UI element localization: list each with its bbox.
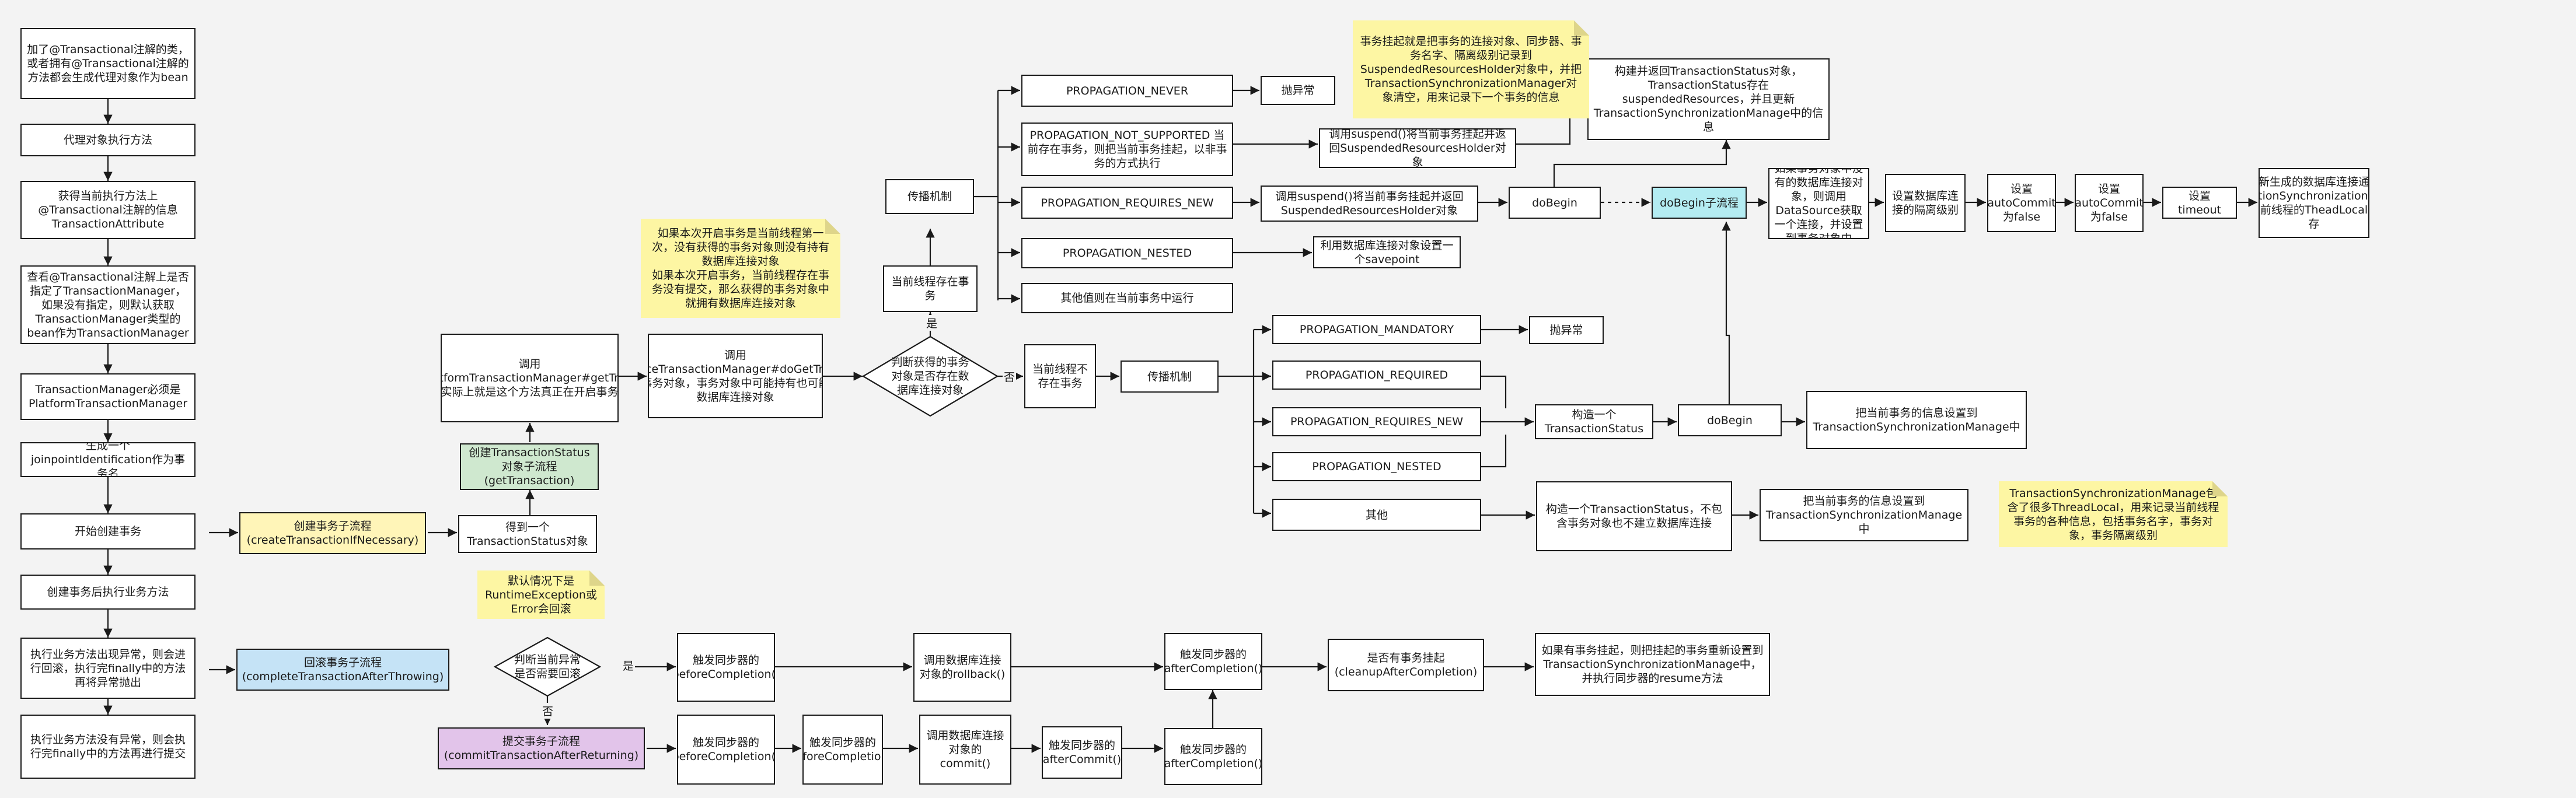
normal-path-node: 执行业务方法没有异常，则会执行完finally中的方法再进行提交 bbox=[20, 715, 196, 779]
exception-path-node: 执行业务方法出现异常，则会进行回滚，执行完finally中的方法再将异常抛出 bbox=[20, 638, 196, 699]
synchronization-manager-note: TransactionSynchronizationManage包含了很多Thr… bbox=[1999, 481, 2228, 547]
not-supported-suspend-node: 调用suspend()将当前事务挂起并返回SuspendedResourcesH… bbox=[1319, 128, 1516, 168]
has-transaction-node: 当前线程存在事务 bbox=[883, 265, 978, 312]
propagation-nested-a-node: PROPAGATION_NESTED bbox=[1021, 238, 1233, 268]
create-status-subflow: 创建TransactionStatus对象子流程 (getTransaction… bbox=[460, 443, 599, 490]
do-begin-subflow: doBegin子流程 bbox=[1652, 187, 1747, 219]
do-begin-a-node: doBegin bbox=[1509, 187, 1601, 219]
judge-connection-diamond-shape bbox=[861, 335, 999, 417]
set-autocommit-1-node: 设置autoCommit为false bbox=[1987, 174, 2056, 232]
set-isolation-node: 设置数据库连接的隔离级别 bbox=[1885, 174, 1966, 232]
before-completion-rollback-node: 触发同步器的beforeCompletion() bbox=[677, 633, 775, 702]
connector-lines bbox=[103, 86, 2257, 753]
set-autocommit-2-node: 设置autoCommit为false bbox=[2075, 174, 2144, 232]
propagation-nested-b-node: PROPAGATION_NESTED bbox=[1272, 452, 1481, 481]
after-completion-commit-node: 触发同步器的afterCompletion() bbox=[1164, 728, 1262, 785]
after-commit-node: 触发同步器的afterCommit() bbox=[1042, 726, 1122, 779]
get-connection-node: 如果事务对象中没有的数据库连接对象，则调用DataSource获取一个连接，并设… bbox=[1768, 168, 1869, 239]
cleanup-node: 是否有事务挂起 (cleanupAfterCompletion) bbox=[1328, 639, 1484, 691]
propagation-requires-new-a-node: PROPAGATION_REQUIRES_NEW bbox=[1021, 187, 1233, 219]
propagation-new-node: 传播机制 bbox=[1121, 360, 1219, 393]
other-value-b-node: 其他 bbox=[1272, 499, 1481, 531]
execute-business-node: 创建事务后执行业务方法 bbox=[20, 575, 196, 610]
edge-label-no-rollback: 否 bbox=[541, 703, 555, 719]
suspend-explanation-note: 事务挂起就是把事务的连接对象、同步器、事务名字、隔离级别记录到Suspended… bbox=[1353, 20, 1589, 118]
savepoint-node: 利用数据库连接对象设置一个savepoint bbox=[1313, 236, 1461, 268]
edge-label-yes-has-conn: 是 bbox=[925, 315, 939, 331]
edge-label-yes-rollback: 是 bbox=[622, 657, 636, 673]
propagation-not-supported-node: PROPAGATION_NOT_SUPPORTED 当前存在事务，则把当前事务挂… bbox=[1021, 123, 1233, 176]
commit-connection-node: 调用数据库连接对象的commit() bbox=[919, 715, 1011, 785]
build-status-suspended-node: 构建并返回TransactionStatus对象，TransactionStat… bbox=[1587, 58, 1830, 140]
judge-connection-diamond: 判断获得的事务对象是否存在数据库连接对象 bbox=[891, 356, 969, 397]
rollback-subflow: 回滚事务子流程 (completeTransactionAfterThrowin… bbox=[236, 649, 449, 691]
mandatory-throw-node: 抛异常 bbox=[1529, 316, 1604, 344]
create-transaction-subflow: 创建事务子流程 (createTransactionIfNecessary) bbox=[239, 512, 426, 554]
set-timeout-node: 设置timeout bbox=[2162, 187, 2237, 219]
call-do-get-transaction-node: 调用DataSourceTransactionManager#doGetTran… bbox=[648, 334, 823, 418]
after-completion-rollback-node: 触发同步器的afterCompletion() bbox=[1164, 633, 1262, 690]
call-get-transaction-node: 调用AbstractPlatformTransactionManager#get… bbox=[441, 334, 619, 422]
propagation-never-node: PROPAGATION_NEVER bbox=[1021, 75, 1233, 107]
judge-rollback-diamond-shape bbox=[493, 636, 602, 697]
no-transaction-node: 当前线程不存在事务 bbox=[1024, 344, 1096, 408]
propagation-mandatory-node: PROPAGATION_MANDATORY bbox=[1272, 315, 1481, 344]
set-info-b-node: 把当前事务的信息设置到TransactionSynchronizationMan… bbox=[1806, 391, 2027, 449]
default-rollback-note: 默认情况下是RuntimeException或Error会回滚 bbox=[477, 570, 605, 619]
commit-subflow: 提交事务子流程 (commitTransactionAfterReturning… bbox=[438, 727, 645, 769]
judge-rollback-diamond: 判断当前异常是否需要回滚 bbox=[514, 653, 581, 680]
check-transaction-manager-node: 查看@Transactional注解上是否指定了TransactionManag… bbox=[20, 265, 196, 344]
first-transaction-note: 如果本次开启事务是当前线程第一次，没有获得的事务对象则没有持有数据库连接对象 如… bbox=[641, 219, 840, 318]
never-throw-node: 抛异常 bbox=[1261, 76, 1335, 105]
do-begin-b-node: doBegin bbox=[1678, 404, 1782, 436]
bind-connection-node: 把新生成的数据库连接通过TransactionSynchronizationMa… bbox=[2259, 168, 2369, 238]
build-status-b-node: 构造一个TransactionStatus bbox=[1535, 404, 1653, 439]
get-attribute-node: 获得当前执行方法上@Transactional注解的信息TransactionA… bbox=[20, 181, 196, 239]
begin-transaction-node: 开始创建事务 bbox=[20, 513, 196, 550]
build-status-c-node: 构造一个TransactionStatus，不包含事务对象也不建立数据库连接 bbox=[1536, 481, 1732, 551]
before-completion-commit-node: 触发同步器的beforeCompletion() bbox=[802, 715, 883, 785]
get-status-node: 得到一个TransactionStatus对象 bbox=[458, 515, 597, 553]
transaction-manager-type-node: TransactionManager必须是PlatformTransaction… bbox=[20, 373, 196, 420]
edge-label-no-conn: 否 bbox=[1003, 369, 1017, 384]
before-commit-node: 触发同步器的beforeCompletion() bbox=[677, 715, 775, 785]
set-info-c-node: 把当前事务的信息设置到TransactionSynchronizationMan… bbox=[1760, 489, 1968, 541]
rollback-connection-node: 调用数据库连接对象的rollback() bbox=[913, 633, 1011, 702]
requires-new-suspend-node: 调用suspend()将当前事务挂起并返回SuspendedResourcesH… bbox=[1261, 186, 1478, 222]
proxy-exec-node: 代理对象执行方法 bbox=[20, 124, 196, 156]
generate-name-node: 生成一个joinpointIdentification作为事务名 bbox=[20, 442, 196, 477]
other-value-a-node: 其他值则在当前事务中运行 bbox=[1021, 283, 1233, 313]
propagation-required-node: PROPAGATION_REQUIRED bbox=[1272, 360, 1481, 390]
start-node: 加了@Transactional注解的类，或者拥有@Transactional注… bbox=[20, 28, 196, 99]
propagation-requires-new-b-node: PROPAGATION_REQUIRES_NEW bbox=[1272, 407, 1481, 436]
propagation-existing-node: 传播机制 bbox=[885, 179, 974, 214]
resume-node: 如果有事务挂起，则把挂起的事务重新设置到TransactionSynchroni… bbox=[1535, 633, 1770, 696]
